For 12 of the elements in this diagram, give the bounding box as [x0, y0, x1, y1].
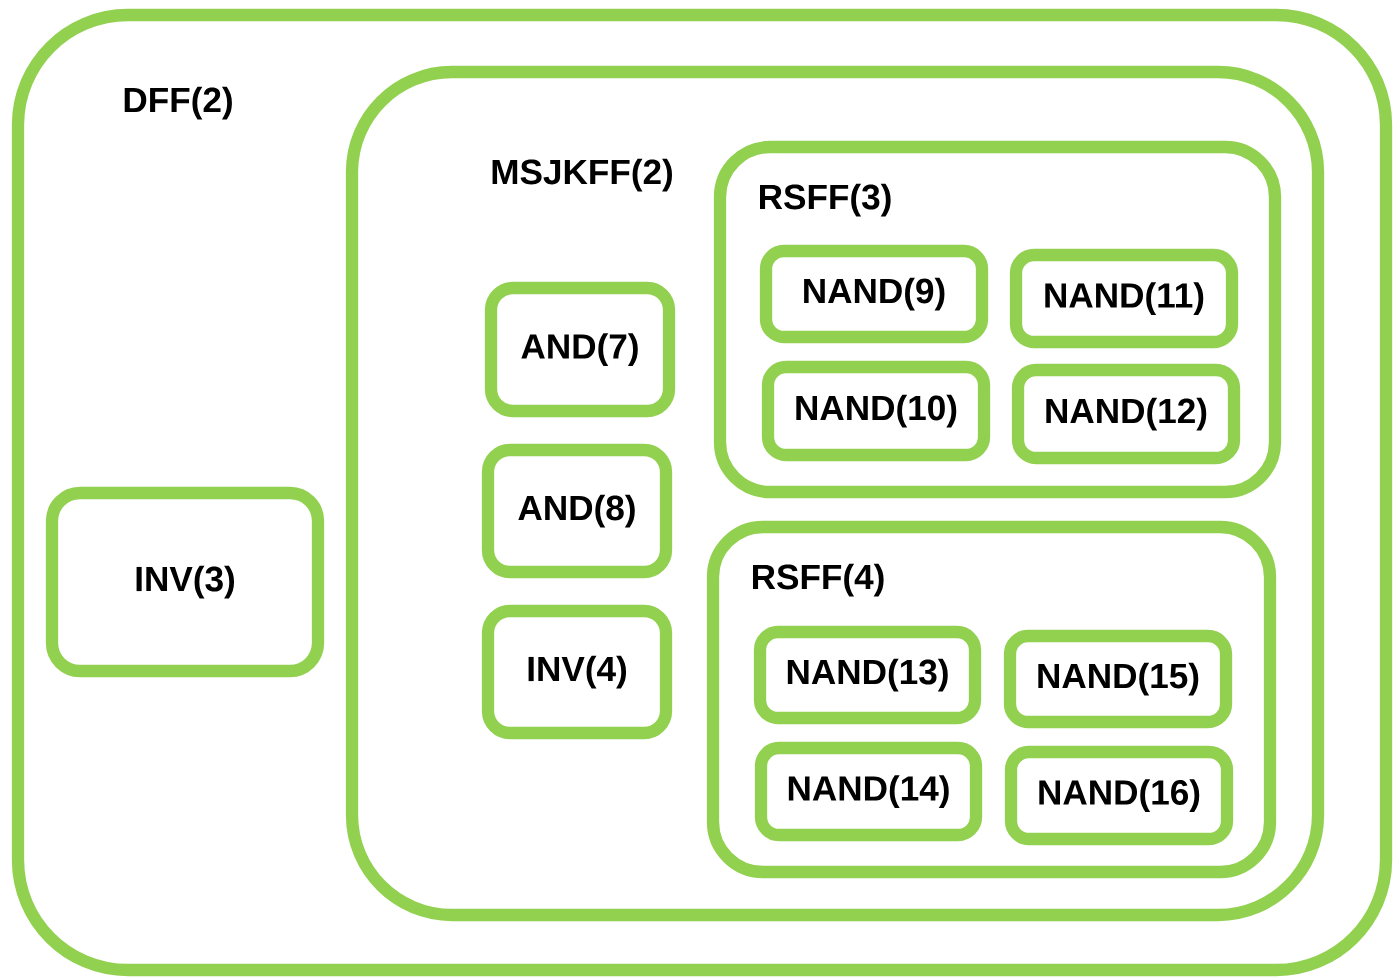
gate-box: INV(4): [481, 604, 673, 740]
gate-box: NAND(13): [753, 625, 982, 725]
gate-box: NAND(9): [759, 244, 989, 344]
gate-box: NAND(12): [1011, 363, 1241, 465]
gate-box: NAND(16): [1004, 745, 1234, 846]
gate-box: NAND(10): [761, 360, 991, 462]
gate-box: AND(8): [481, 443, 673, 579]
gate-box: AND(7): [484, 281, 676, 418]
gate-box: NAND(15): [1003, 629, 1233, 729]
gate-box: NAND(14): [754, 741, 983, 842]
gate-box: INV(3): [45, 486, 325, 678]
gate-box: NAND(11): [1009, 248, 1239, 349]
